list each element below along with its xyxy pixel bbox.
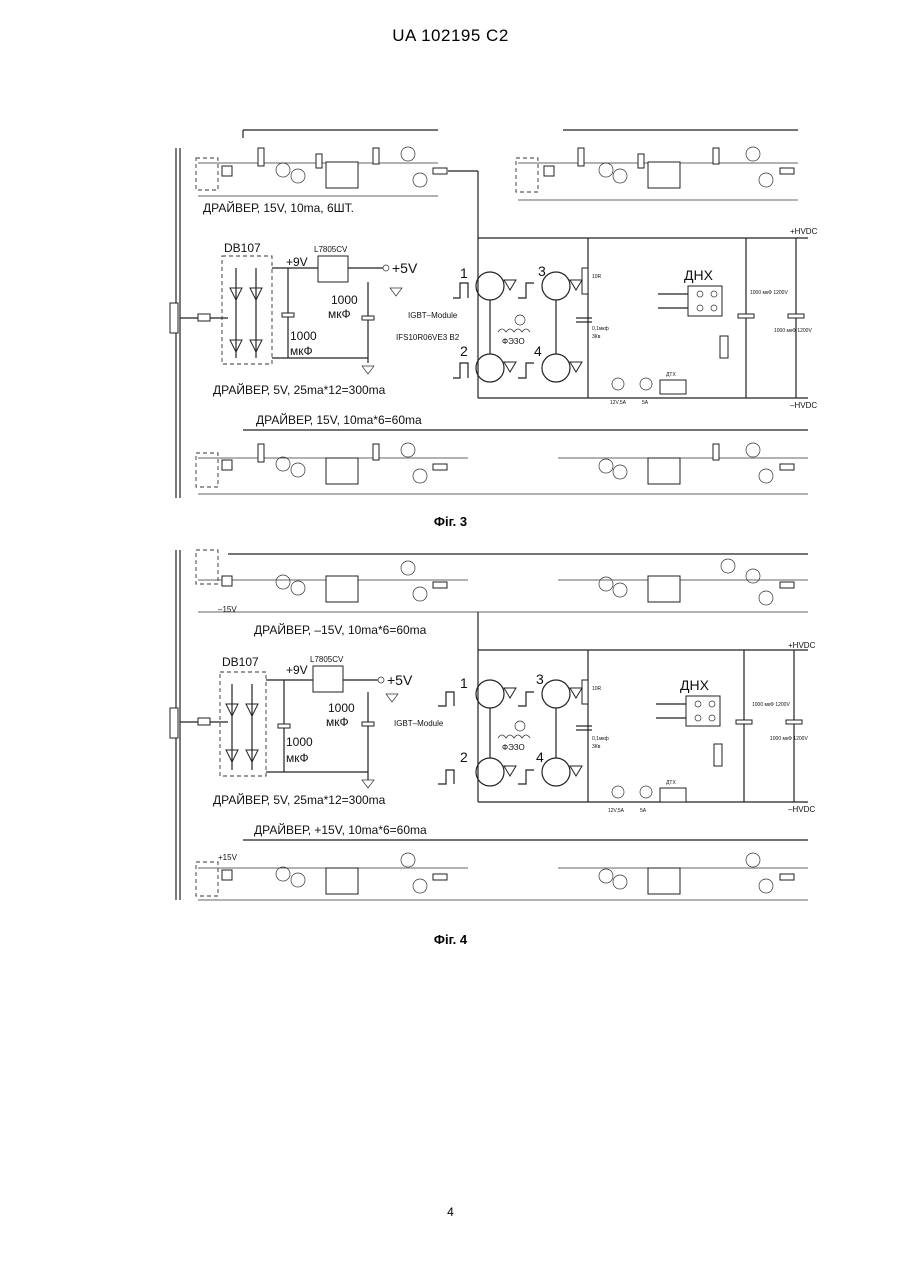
regulator-label: L7805CV (314, 245, 348, 254)
current-sensor-box (688, 286, 722, 316)
ammeter-icon (640, 378, 652, 390)
svg-text:5A: 5A (640, 808, 647, 814)
igbt-switch-1 (476, 272, 504, 300)
cap2-unit: мкФ (328, 307, 351, 321)
cap2-value: 1000 (331, 293, 358, 307)
igbt-switch-3 (542, 680, 570, 708)
bridge-rectifier-box (220, 672, 266, 776)
cap2-value: 1000 (328, 701, 355, 715)
vplus15-label: +15V (218, 853, 238, 862)
bridge-rectifier-box (222, 256, 272, 364)
igbt-switch-1 (476, 680, 504, 708)
sensor-label: ДНХ (680, 677, 710, 693)
module-label: IGBT–Module (408, 311, 458, 320)
driver-mid-label: ДРАЙВЕР, 5V, 25ma*12=300ma (213, 382, 386, 397)
svg-text:12V,5A: 12V,5A (610, 400, 627, 406)
vin-label: +9V (286, 663, 308, 677)
figure-4-caption: Фіг. 4 (0, 932, 901, 947)
igbt-switch-2 (476, 758, 504, 786)
current-sensor-box (686, 696, 720, 726)
bridge-label: DB107 (224, 241, 261, 255)
driver-mid-label: ДРАЙВЕР, 5V, 25ma*12=300ma (213, 792, 386, 807)
driver-bottom-label: ДРАЙВЕР, +15V, 10ma*6=60ma (254, 822, 427, 837)
module-label: IGBT–Module (394, 719, 444, 728)
cap1-value: 1000 (286, 735, 313, 749)
svg-text:1000 мкФ 1200V: 1000 мкФ 1200V (774, 328, 812, 334)
svg-text:1: 1 (460, 265, 468, 281)
driver-bottom-label: ДРАЙВЕР, 15V, 10ma*6=60ma (256, 412, 422, 427)
regulator-label: L7805CV (310, 655, 344, 664)
vin-label: +9V (286, 255, 308, 269)
cap1-unit: мкФ (286, 751, 309, 765)
cap1-value: 1000 (290, 329, 317, 343)
document-header: UA 102195 C2 (0, 26, 901, 46)
svg-text:3: 3 (538, 263, 546, 279)
hvdc-plus-label: +HVDC (790, 227, 818, 236)
lamp-icon (612, 786, 624, 798)
figure-4-schematic: –15V ДРАЙВЕР, –15V, 10ma*6=60ma DB107 +9… (168, 540, 818, 910)
figure-3-caption: Фіг. 3 (0, 514, 901, 529)
svg-text:ДТХ: ДТХ (666, 372, 676, 378)
page-number: 4 (0, 1205, 901, 1219)
svg-text:0,1мкф: 0,1мкф (592, 326, 609, 332)
driver-top-label: ДРАЙВЕР, –15V, 10ma*6=60ma (254, 622, 427, 637)
hvdc-plus-label: +HVDC (788, 641, 816, 650)
svg-text:ДТХ: ДТХ (666, 780, 676, 786)
svg-text:4: 4 (536, 749, 544, 765)
igbt-switch-3 (542, 272, 570, 300)
svg-text:1000 мкФ 1200V: 1000 мкФ 1200V (752, 702, 790, 708)
hvdc-minus-label: –HVDC (788, 805, 815, 814)
svg-text:10R: 10R (592, 274, 602, 280)
svg-text:3: 3 (536, 671, 544, 687)
sensor-label: ДНХ (684, 267, 714, 283)
svg-text:1000 мкФ 1200V: 1000 мкФ 1200V (770, 736, 808, 742)
vminus15-label: –15V (218, 605, 237, 614)
svg-text:10R: 10R (592, 686, 602, 692)
svg-text:1000 мкФ 1200V: 1000 мкФ 1200V (750, 290, 788, 296)
igbt-switch-4 (542, 758, 570, 786)
svg-text:3Кв: 3Кв (592, 744, 601, 750)
lamp-icon (612, 378, 624, 390)
cap1-unit: мкФ (290, 344, 313, 358)
vout-label: +5V (392, 260, 418, 276)
svg-text:3Кв: 3Кв (592, 334, 601, 340)
svg-text:1: 1 (460, 675, 468, 691)
module-part-label: IFS10R06VE3 B2 (396, 333, 460, 342)
svg-text:4: 4 (534, 343, 542, 359)
regulator-chip (313, 666, 343, 692)
figure-3-schematic: ДРАЙВЕР, 15V, 10ma, 6ШТ. DB107 +9V L7805… (168, 118, 818, 508)
regulator-chip (318, 256, 348, 282)
svg-text:0,1мкф: 0,1мкф (592, 736, 609, 742)
cap2-unit: мкФ (326, 715, 349, 729)
bridge-label: DB107 (222, 655, 259, 669)
ammeter-icon (640, 786, 652, 798)
svg-text:2: 2 (460, 749, 468, 765)
svg-text:5A: 5A (642, 400, 649, 406)
svg-text:2: 2 (460, 343, 468, 359)
vout-label: +5V (387, 672, 413, 688)
input-connector-icon (170, 303, 178, 333)
svg-text:12V,5A: 12V,5A (608, 808, 625, 814)
svg-text:ФЭЗО: ФЭЗО (502, 337, 525, 346)
input-connector-icon (170, 708, 178, 738)
igbt-switch-2 (476, 354, 504, 382)
hvdc-minus-label: –HVDC (790, 401, 817, 410)
svg-text:ФЭЗО: ФЭЗО (502, 743, 525, 752)
igbt-switch-4 (542, 354, 570, 382)
driver-top-label: ДРАЙВЕР, 15V, 10ma, 6ШТ. (203, 200, 354, 215)
